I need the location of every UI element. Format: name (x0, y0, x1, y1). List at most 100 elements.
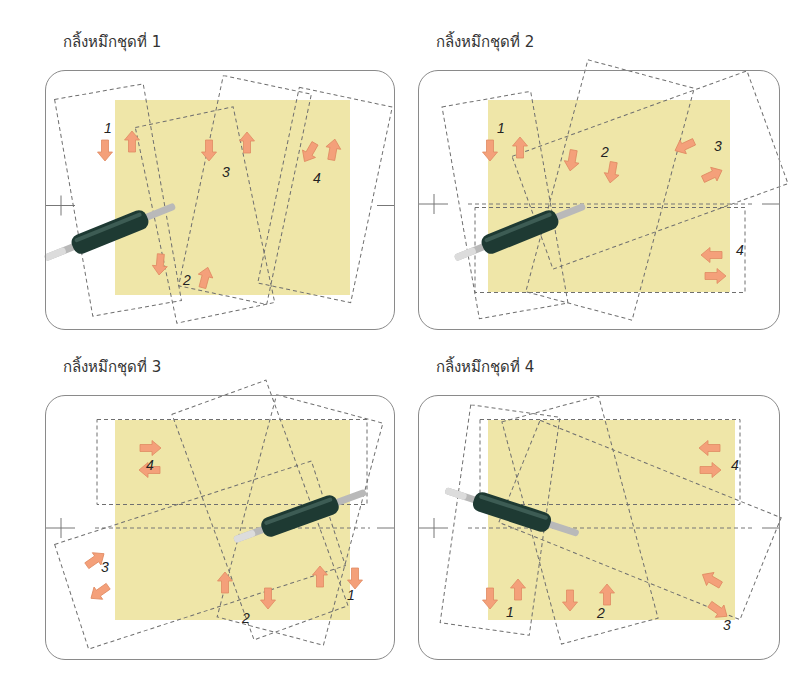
direction-arrow (261, 588, 276, 609)
roller-highlight (74, 212, 142, 243)
roll-path (480, 420, 740, 505)
register-mark (762, 204, 780, 205)
panel-box: กลิ้งหมึกชุดที่ 3 (45, 355, 395, 660)
direction-arrow (125, 131, 140, 152)
roll-path (512, 71, 788, 269)
panel-outline (45, 395, 395, 660)
step-number: 1 (104, 120, 112, 136)
step-number: 3 (222, 164, 230, 180)
direction-arrow (87, 580, 113, 604)
panel-outline (45, 70, 395, 330)
panel-heading: กลิ้งหมึกชุดที่ 2 (418, 30, 780, 60)
panel-art (418, 60, 788, 320)
direction-arrow (672, 135, 697, 157)
register-mark (418, 528, 448, 529)
direction-arrow (701, 248, 722, 263)
step-number: 3 (101, 559, 109, 575)
direction-arrow (152, 253, 169, 275)
roller-handle (444, 487, 579, 537)
roller-body (259, 493, 341, 539)
step-number: 4 (146, 457, 154, 473)
register-mark (45, 528, 75, 529)
roll-path (258, 87, 393, 302)
register-mark (61, 518, 62, 538)
direction-arrow (324, 138, 342, 161)
roller-handle (444, 487, 467, 500)
direction-arrow (348, 568, 363, 589)
roll-path (55, 84, 182, 316)
roller (231, 483, 369, 550)
direction-arrow (563, 149, 581, 172)
direction-arrow (202, 140, 217, 161)
panel-art (45, 380, 395, 649)
center-line (468, 204, 755, 205)
step-number: 2 (601, 144, 609, 160)
register-mark (418, 204, 448, 205)
step-number: 1 (506, 604, 514, 620)
roller-body (69, 208, 151, 257)
direction-arrow (603, 161, 621, 184)
panel-outline (418, 70, 780, 330)
roll-path (55, 461, 346, 649)
direction-arrow (483, 588, 498, 609)
register-mark (434, 194, 435, 214)
roller-highlight (484, 212, 552, 243)
roll-path (217, 395, 383, 646)
direction-arrow (600, 584, 615, 605)
direction-arrow (699, 441, 720, 456)
roller-handle (233, 489, 367, 543)
step-number: 1 (347, 587, 355, 603)
register-mark (377, 205, 395, 206)
direction-arrow (195, 265, 215, 289)
panel-heading: กลิ้งหมึกชุดที่ 1 (45, 30, 395, 60)
register-mark (61, 196, 62, 216)
roller-body (479, 208, 561, 257)
direction-arrow (699, 568, 725, 591)
direction-arrow (298, 140, 321, 166)
roller-handle (44, 247, 67, 262)
register-mark (377, 528, 395, 529)
roller (451, 197, 588, 268)
step-number: 2 (597, 605, 605, 621)
register-mark (45, 205, 75, 206)
direction-arrow (513, 137, 528, 158)
roller-body (471, 490, 553, 534)
direction-arrow (240, 132, 255, 153)
panel-box: กลิ้งหมึกชุดที่ 2 (418, 30, 780, 330)
direction-arrow (700, 164, 725, 186)
step-number: 2 (183, 272, 191, 288)
dough-sheet (115, 420, 350, 620)
roller (41, 197, 178, 268)
roll-path (97, 420, 367, 505)
step-number: 1 (497, 120, 505, 136)
direction-arrow (483, 140, 498, 161)
step-number: 4 (731, 457, 739, 473)
direction-arrow (700, 463, 721, 478)
direction-arrow (313, 566, 328, 587)
step-number: 3 (714, 138, 722, 154)
step-number: 2 (242, 610, 250, 626)
step-number: 4 (313, 170, 321, 186)
dough-sheet (488, 100, 730, 292)
register-mark (762, 528, 780, 529)
panel-art (41, 75, 395, 323)
direction-arrow (98, 140, 113, 161)
roller-highlight (264, 497, 333, 525)
roll-path (526, 60, 694, 320)
roller-handle (233, 529, 256, 543)
step-number: 4 (736, 242, 744, 258)
center-line (95, 528, 370, 529)
direction-arrow (140, 441, 161, 456)
direction-arrow (705, 269, 726, 284)
roller-handle (454, 247, 477, 262)
roller-handle (44, 203, 176, 262)
panel-box: กลิ้งหมึกชุดที่ 1 (45, 30, 395, 330)
panel-heading: กลิ้งหมึกชุดที่ 3 (45, 355, 395, 385)
panel-art (418, 396, 781, 644)
roller-handle (454, 203, 586, 262)
direction-arrow (218, 572, 233, 593)
register-mark (434, 518, 435, 538)
step-number: 3 (723, 617, 731, 633)
panel-heading: กลิ้งหมึกชุดที่ 4 (418, 355, 780, 385)
